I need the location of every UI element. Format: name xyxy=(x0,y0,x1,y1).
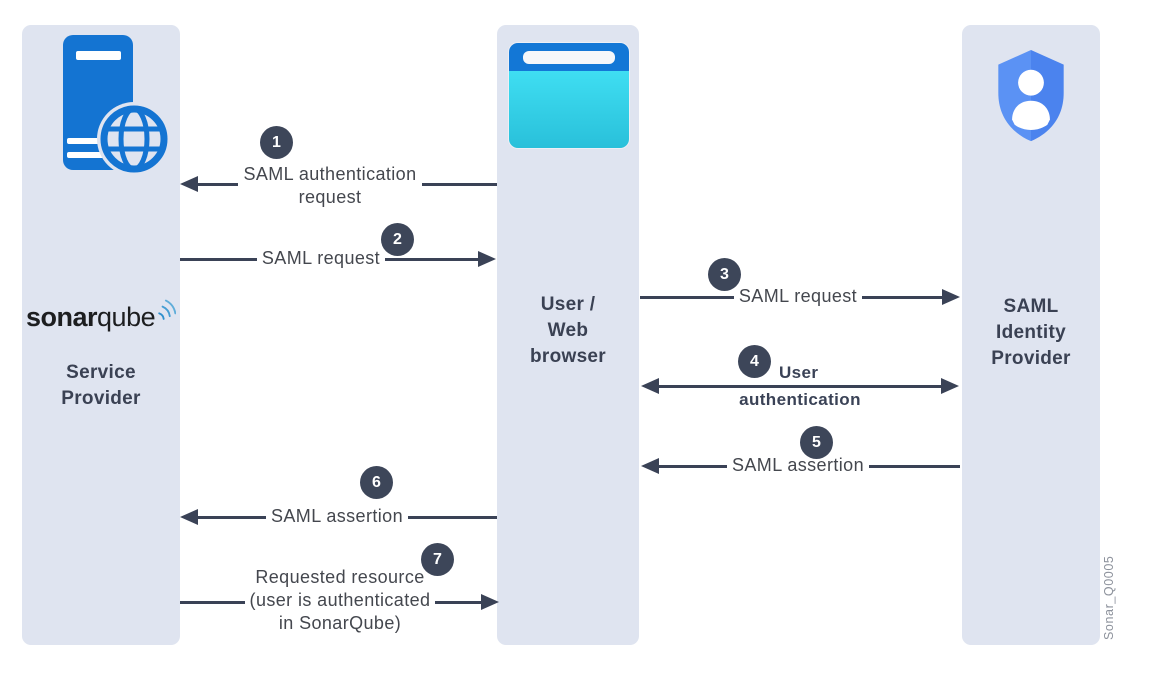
step-7-badge: 7 xyxy=(421,543,454,576)
step-6-label: SAML assertion xyxy=(261,505,413,528)
sonarqube-logo: sonarqube xyxy=(26,288,176,332)
shield-user-icon xyxy=(998,49,1064,142)
arrowhead-right-icon xyxy=(481,594,499,610)
step-6-badge: 6 xyxy=(360,466,393,499)
browser-address-bar xyxy=(523,50,615,64)
step-5-badge: 5 xyxy=(800,426,833,459)
step-2-label: SAML request xyxy=(250,247,392,270)
arrowhead-left-icon xyxy=(180,176,198,192)
watermark-label: Sonar_Q0005 xyxy=(1102,555,1116,640)
arrowhead-left-icon xyxy=(180,509,198,525)
step-3-badge: 3 xyxy=(708,258,741,291)
lane-label-service-provider: Service Provider xyxy=(61,362,141,409)
arrowhead-left-icon xyxy=(641,458,659,474)
arrowhead-right-icon xyxy=(941,378,959,394)
lane-label-user-web-browser: User / Web browser xyxy=(529,294,606,367)
step-4-badge: 4 xyxy=(738,345,771,378)
arrowhead-right-icon xyxy=(478,251,496,267)
step-2-badge: 2 xyxy=(381,223,414,256)
step-4-label-line1: User xyxy=(774,361,834,384)
step-5-label: SAML assertion xyxy=(722,454,874,477)
arrowhead-right-icon xyxy=(942,289,960,305)
lane-label-saml-identity-provider: SAML Identity Provider xyxy=(991,296,1071,369)
sonarqube-logo-text: sonarqube xyxy=(26,302,156,332)
logo-qube: qube xyxy=(97,302,156,332)
browser-viewport xyxy=(509,71,629,148)
logo-wave-icon xyxy=(158,299,176,320)
arrowhead-left-icon xyxy=(641,378,659,394)
step-4-arrow-line xyxy=(657,385,941,388)
step-4-label-line2: authentication xyxy=(722,388,878,411)
step-3-label: SAML request xyxy=(725,285,871,308)
browser-window-icon xyxy=(509,43,629,148)
step-7-label: Requested resource (user is authenticate… xyxy=(228,566,452,635)
browser-titlebar xyxy=(509,43,629,71)
logo-sonar: sonar xyxy=(26,302,98,332)
step-1-label: SAML authentication request xyxy=(218,163,442,209)
server-globe-icon xyxy=(63,35,170,176)
step-1-badge: 1 xyxy=(260,126,293,159)
